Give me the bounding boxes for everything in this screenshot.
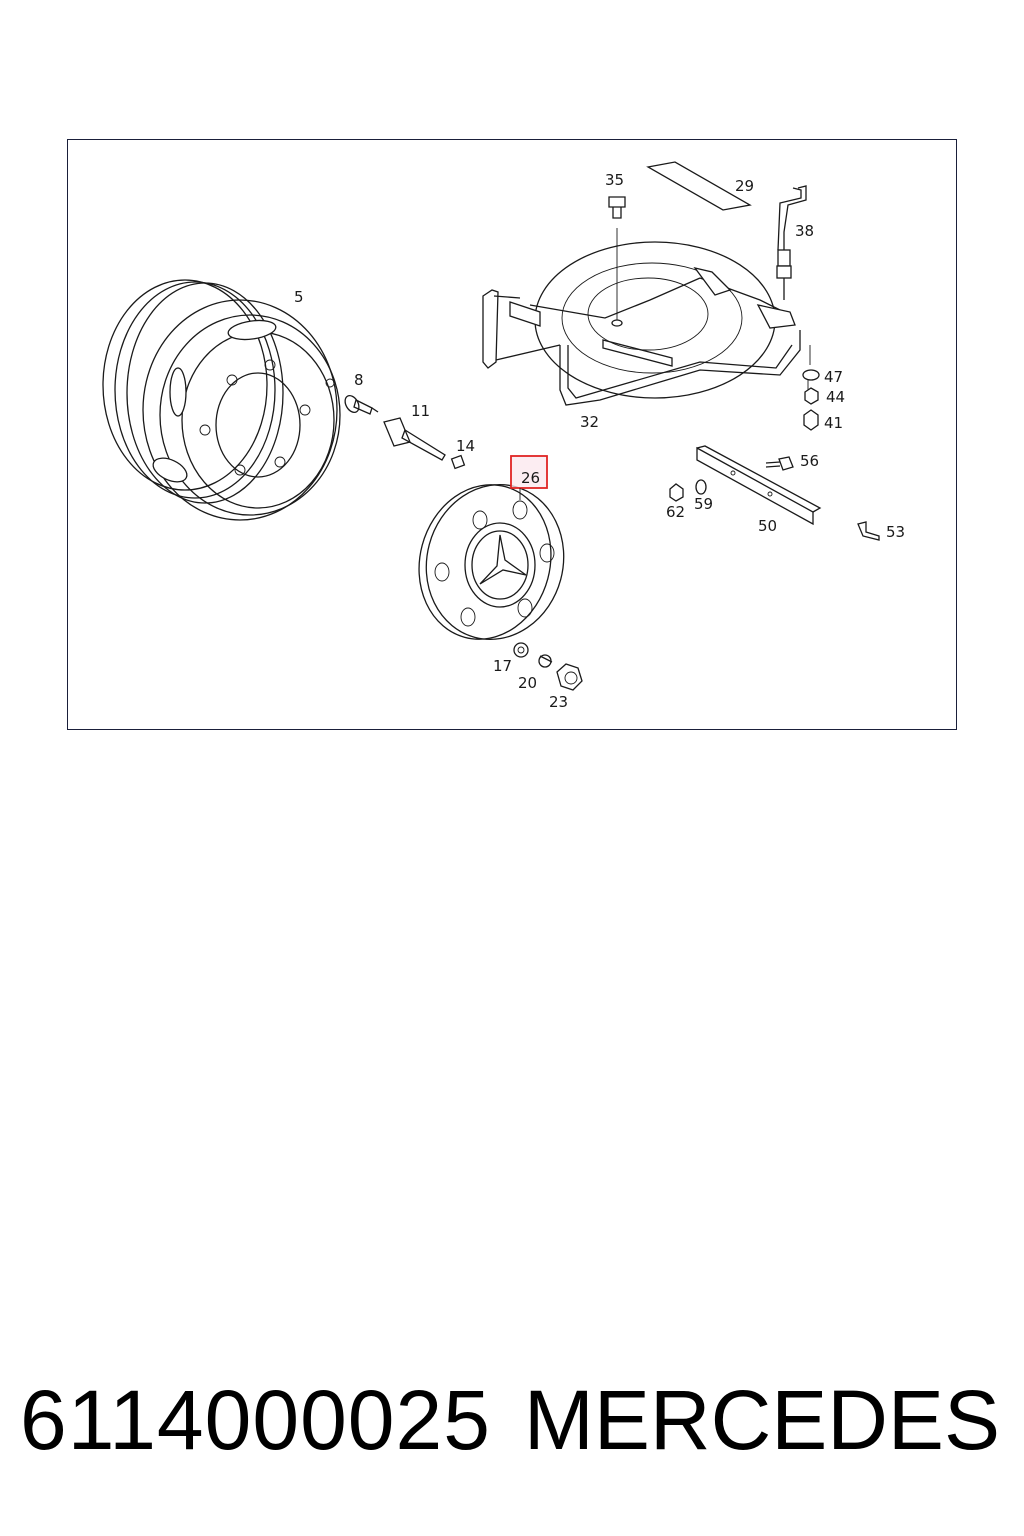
label-47: 47 [824,368,843,386]
valve-part[interactable] [342,393,379,415]
hub-cap-part[interactable] [402,469,581,655]
label-17: 17 [493,657,512,675]
valve-extension-part[interactable] [383,417,446,461]
parts-diagram: 5 8 11 14 26 17 20 23 35 29 38 32 47 44 … [102,161,905,711]
label-53: 53 [886,523,905,541]
label-35: 35 [605,171,624,189]
label-29: 29 [735,177,754,195]
bolt-part-35[interactable] [608,196,626,219]
footer: 6114000025 MERCEDES [0,1370,1024,1470]
callout-labels: 5 8 11 14 26 17 20 23 35 29 38 32 47 44 … [294,171,905,711]
valve-cap-part[interactable] [450,454,466,470]
label-38: 38 [795,222,814,240]
nut-part-44[interactable] [804,387,819,405]
diagram-frame [67,139,957,730]
washer-part-17[interactable] [513,642,529,658]
label-14: 14 [456,437,475,455]
wheel-nut-part-23[interactable] [556,663,583,691]
label-62: 62 [666,503,685,521]
washer-part-47[interactable] [802,369,820,381]
label-50: 50 [758,517,777,535]
crank-handle-part-38[interactable] [776,185,807,300]
washer-part-59[interactable] [695,479,707,495]
label-11: 11 [411,402,430,420]
label-plate-part-29[interactable] [646,161,752,211]
spare-wheel-carrier-part[interactable] [482,241,801,406]
sleeve-part-20[interactable] [538,654,553,668]
label-44: 44 [826,388,845,406]
label-59: 59 [694,495,713,513]
brand-name: MERCEDES [523,1373,1000,1467]
label-56: 56 [800,452,819,470]
bracket-part-50[interactable] [696,445,822,526]
label-8: 8 [354,371,364,389]
label-5: 5 [294,288,304,306]
part-number: 6114000025 [20,1373,491,1467]
wheel-rim-part[interactable] [102,279,341,521]
cap-nut-part-41[interactable] [803,409,819,431]
highlight-box [510,455,548,489]
label-23: 23 [549,693,568,711]
nut-part-62[interactable] [669,483,684,502]
bolt-part-56[interactable] [765,456,794,471]
label-20: 20 [518,674,537,692]
label-41: 41 [824,414,843,432]
label-32: 32 [580,413,599,431]
label-26: 26 [521,469,540,487]
clip-part-53[interactable] [857,521,880,541]
